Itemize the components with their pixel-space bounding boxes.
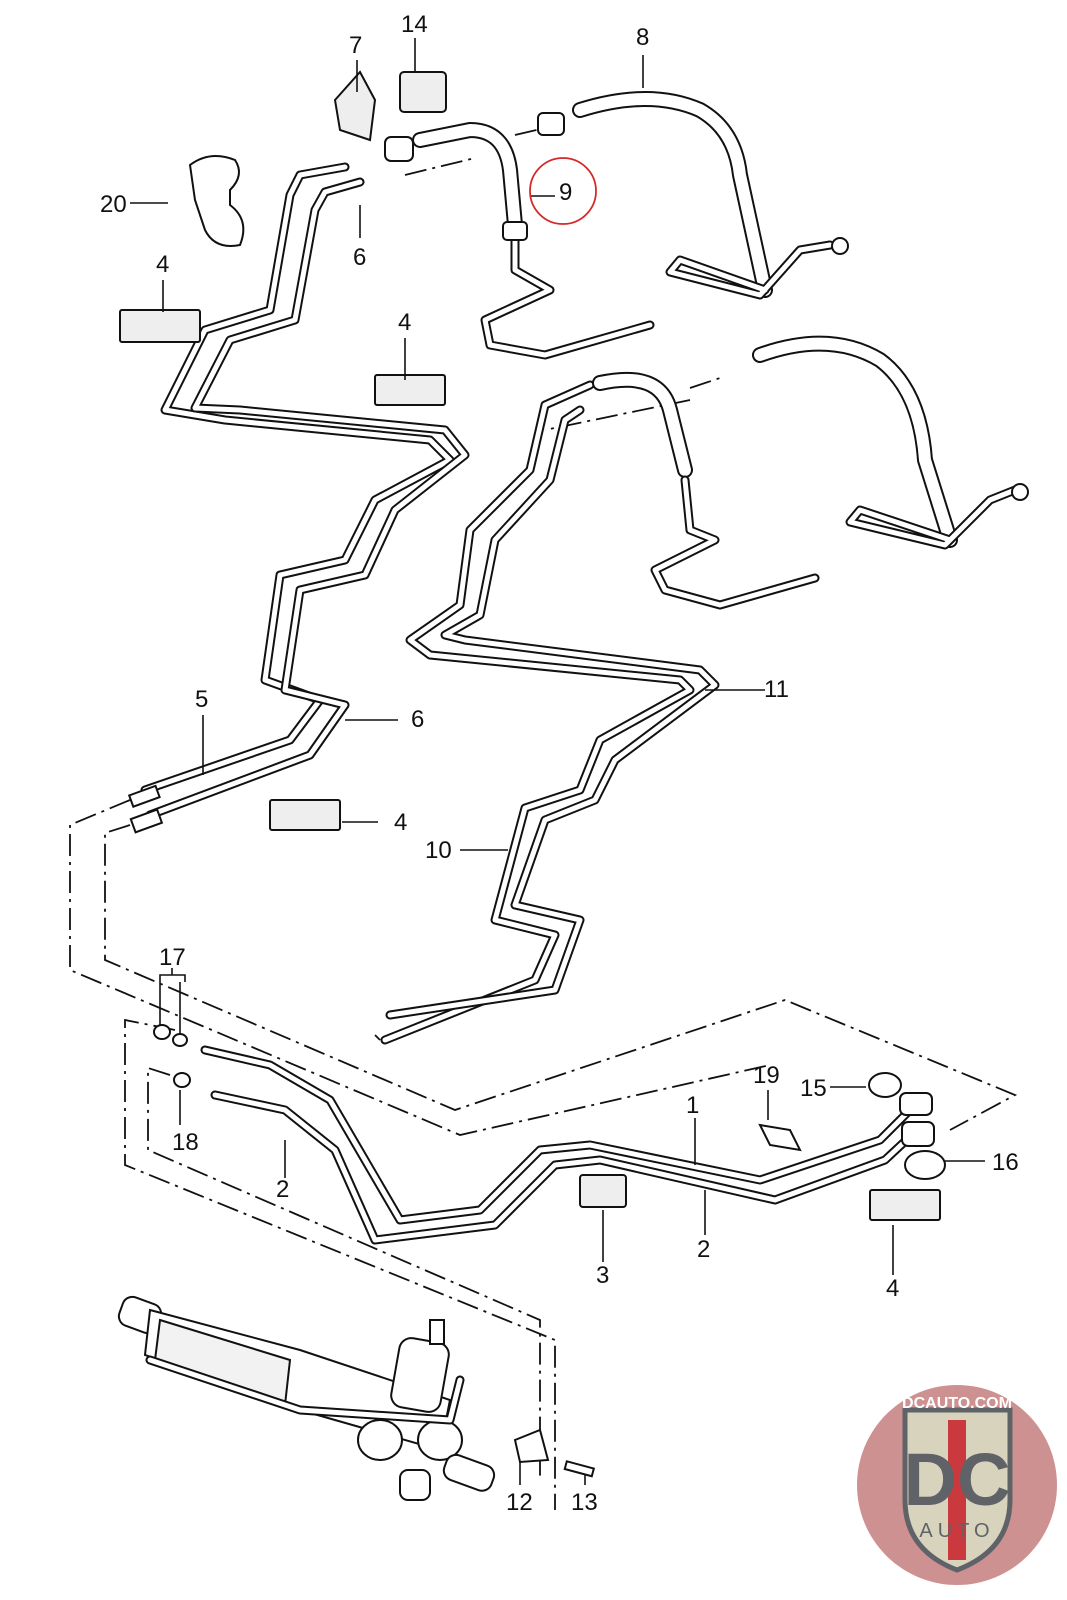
part-20 — [188, 155, 245, 247]
line-5-6-tubes — [127, 162, 470, 834]
logo-top-text: DCAUTO.COM — [902, 1395, 1012, 1412]
part-4-b — [374, 374, 446, 406]
callout-2: 2 — [697, 1236, 710, 1263]
callout-6: 6 — [353, 244, 366, 271]
part-4-c — [269, 799, 341, 831]
logo-sub-text: AUTO — [919, 1520, 994, 1542]
part-15 — [868, 1072, 902, 1098]
callout-4: 4 — [156, 251, 169, 278]
part-17-ring — [153, 1024, 171, 1040]
callout-12: 12 — [506, 1489, 533, 1516]
steering-rack — [117, 1295, 496, 1501]
callout-2: 2 — [276, 1176, 289, 1203]
line-1-2-tubes — [200, 1045, 935, 1245]
callout-9: 9 — [559, 179, 572, 206]
callout-5: 5 — [195, 686, 208, 713]
callout-13: 13 — [571, 1489, 598, 1516]
callout-4: 4 — [394, 809, 407, 836]
callout-labels: 1 2 2 3 4 4 4 4 5 6 6 7 8 9 10 11 12 13 … — [100, 11, 1019, 1516]
part-19 — [758, 1123, 802, 1152]
part-12 — [513, 1428, 550, 1464]
dcauto-watermark-logo: DCAUTO.COM DC AUTO — [857, 1385, 1057, 1585]
part-3 — [579, 1174, 627, 1208]
logo-main-text: DC — [904, 1438, 1011, 1521]
small-parts — [119, 70, 946, 1478]
callout-10: 10 — [425, 837, 452, 864]
hose-8 — [537, 91, 849, 300]
callout-14: 14 — [401, 11, 428, 38]
assembly-guide-lines — [69, 127, 1018, 1510]
leader-lines — [130, 38, 985, 1485]
part-4-a — [119, 309, 201, 343]
callout-16: 16 — [992, 1149, 1019, 1176]
callout-19: 19 — [753, 1062, 780, 1089]
callout-15: 15 — [800, 1075, 827, 1102]
part-13 — [563, 1460, 596, 1478]
callout-8: 8 — [636, 24, 649, 51]
highlight-circle-9 — [529, 157, 597, 225]
callout-20: 20 — [100, 191, 127, 218]
part-16 — [904, 1150, 946, 1180]
part-17-clip — [172, 1033, 188, 1047]
callout-18: 18 — [172, 1129, 199, 1156]
part-4-d — [869, 1189, 941, 1221]
callout-17: 17 — [159, 944, 186, 971]
part-14 — [399, 71, 447, 113]
callout-11: 11 — [764, 676, 789, 703]
hose-9 — [384, 122, 655, 360]
callout-4: 4 — [886, 1275, 899, 1302]
part-7 — [333, 70, 377, 142]
part-18 — [173, 1072, 191, 1088]
callout-7: 7 — [349, 32, 362, 59]
callout-1: 1 — [686, 1092, 699, 1119]
callout-4: 4 — [398, 309, 411, 336]
callout-3: 3 — [596, 1262, 609, 1289]
line-10-11-tubes — [380, 335, 1029, 1045]
callout-6: 6 — [411, 706, 424, 733]
